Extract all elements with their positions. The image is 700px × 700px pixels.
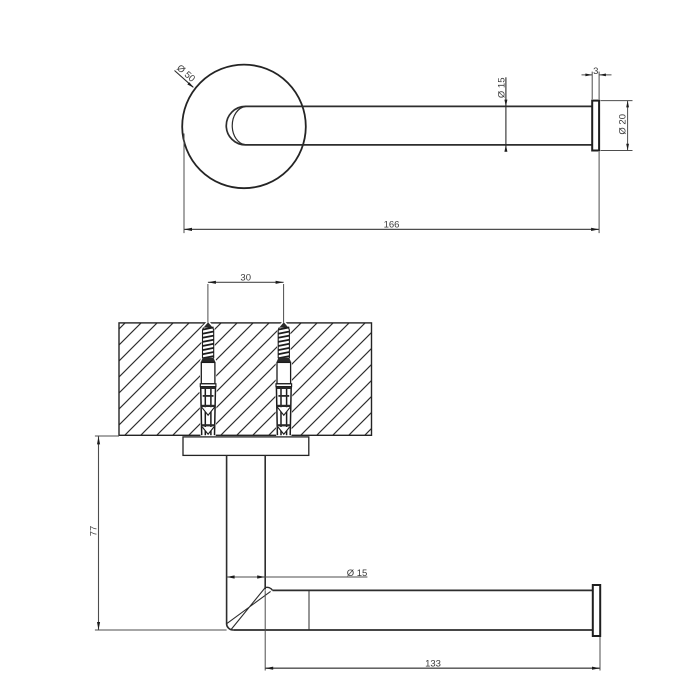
svg-text:133: 133 xyxy=(425,658,441,669)
svg-text:Ø 15: Ø 15 xyxy=(347,568,368,579)
svg-text:77: 77 xyxy=(89,526,100,537)
svg-text:Ø 20: Ø 20 xyxy=(617,114,628,135)
svg-text:30: 30 xyxy=(240,273,251,284)
svg-text:Ø 15: Ø 15 xyxy=(496,77,507,98)
svg-text:166: 166 xyxy=(384,219,400,230)
svg-text:3: 3 xyxy=(593,66,598,77)
